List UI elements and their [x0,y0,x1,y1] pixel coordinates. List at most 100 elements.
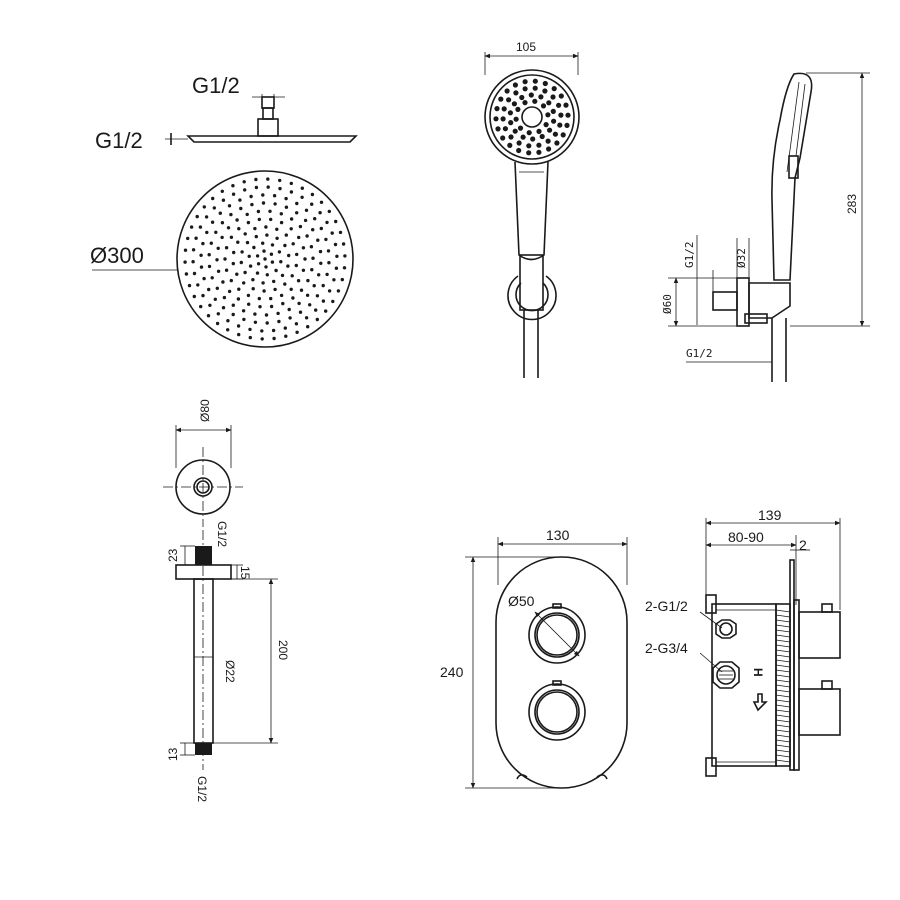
arm-d22-label: Ø22 [223,660,237,683]
thread-line [775,689,791,693]
bracket-d60-label: Ø60 [661,294,674,314]
nozzle-dot [275,227,279,231]
nozzle-dot [289,181,293,186]
nozzle-dot [221,306,226,310]
nozzle-dot [222,295,227,300]
nozzle-dot [239,206,243,211]
nozzle-dot [231,261,235,266]
nozzle-dot [256,262,261,266]
nozzle-dot [517,125,524,131]
nozzle-dot [250,202,254,207]
nozzle-dot [532,98,538,104]
nozzle-dot [246,293,251,298]
nozzle-dot [251,287,255,291]
valve-width-label: 130 [546,527,570,543]
nozzle-dot [194,236,198,240]
nozzle-dot [297,301,301,306]
nozzle-dot [520,134,526,140]
thread-line [775,679,791,683]
nozzle-dot [325,272,329,277]
nozzle-dot [212,206,216,210]
nozzle-dot [184,272,189,276]
nozzle-dot [539,133,545,140]
thread-line [775,704,791,708]
nozzle-dot [227,204,232,208]
nozzle-dot [183,260,187,264]
nozzle-dot [237,287,241,291]
nozzle-dot [289,190,294,194]
nozzle-dot [215,321,220,326]
nozzle-dot [314,308,318,312]
nozzle-dot [198,225,203,229]
nozzle-dot [305,293,310,297]
nozzle-dot [231,303,235,307]
nozzle-dot [327,261,331,265]
nozzle-dot [201,293,205,298]
nozzle-dot [273,202,277,206]
nozzle-dot [261,193,265,197]
nozzle-dot [213,297,217,301]
nozzle-dot [309,245,314,249]
nozzle-dot [220,235,224,240]
nozzle-dot [317,273,321,277]
nozzle-dot [315,317,319,322]
bracket-g12-top-label: G1/2 [683,242,696,269]
nozzle-dot [269,252,274,256]
thread-line [775,629,791,633]
overhead-nozzle-dots [183,177,347,341]
nozzle-dot [264,313,269,317]
nozzle-dot [275,236,279,240]
nozzle-dot [536,128,542,134]
nozzle-dot [340,277,344,282]
thread-line [775,644,791,648]
nozzle-dot [253,226,257,231]
nozzle-dot [255,271,260,275]
nozzle-dot [300,186,304,190]
nozzle-dot [210,220,215,224]
nozzle-dot [206,314,211,318]
nozzle-dot [545,112,551,118]
nozzle-dot [313,217,317,221]
body-overall-length-label: 139 [758,507,782,523]
valve-height-label: 240 [440,664,464,680]
nozzle-dot [522,79,528,85]
arm-d80-label: Ø80 [198,399,212,422]
nozzle-dot [338,230,343,235]
thread-line [775,719,791,723]
nozzle-dot [257,296,261,301]
nozzle-dot [279,260,283,264]
nozzle-dot [251,278,255,282]
nozzle-dot [295,330,299,334]
thread-line [775,609,791,613]
nozzle-dot [274,268,278,273]
nozzle-dot [306,325,310,329]
nozzle-dot [208,303,212,307]
nozzle-dot [280,273,285,278]
nozzle-dot [522,86,528,92]
thread-line [775,624,791,628]
nozzle-dot [321,283,325,288]
nozzle-dot [279,212,283,216]
nozzle-dot [214,230,218,234]
nozzle-dot [196,283,200,287]
nozzle-dot [556,102,562,108]
bracket-d32-label: Ø32 [735,248,748,268]
nozzle-dot [291,242,295,246]
bracket-g12-bottom-label: G1/2 [686,347,713,360]
nozzle-dot [272,336,276,341]
nozzle-dot [248,335,252,340]
nozzle-dot [224,268,229,272]
nozzle-dot [269,296,273,301]
nozzle-dot [223,257,227,261]
nozzle-dot [334,219,338,224]
nozzle-dot [279,220,284,225]
nozzle-dot [287,253,291,258]
shower-arm-side-view: G1/2 23 15 200 Ø22 13 G1/2 [166,521,290,802]
nozzle-dot [221,280,225,284]
thread-line [775,744,791,748]
nozzle-dot [304,316,309,320]
nozzle-dot [332,278,336,282]
nozzle-dot [242,317,246,322]
overhead-shower-front-view: Ø300 [90,170,354,348]
handshower-width-label: 105 [516,40,536,54]
